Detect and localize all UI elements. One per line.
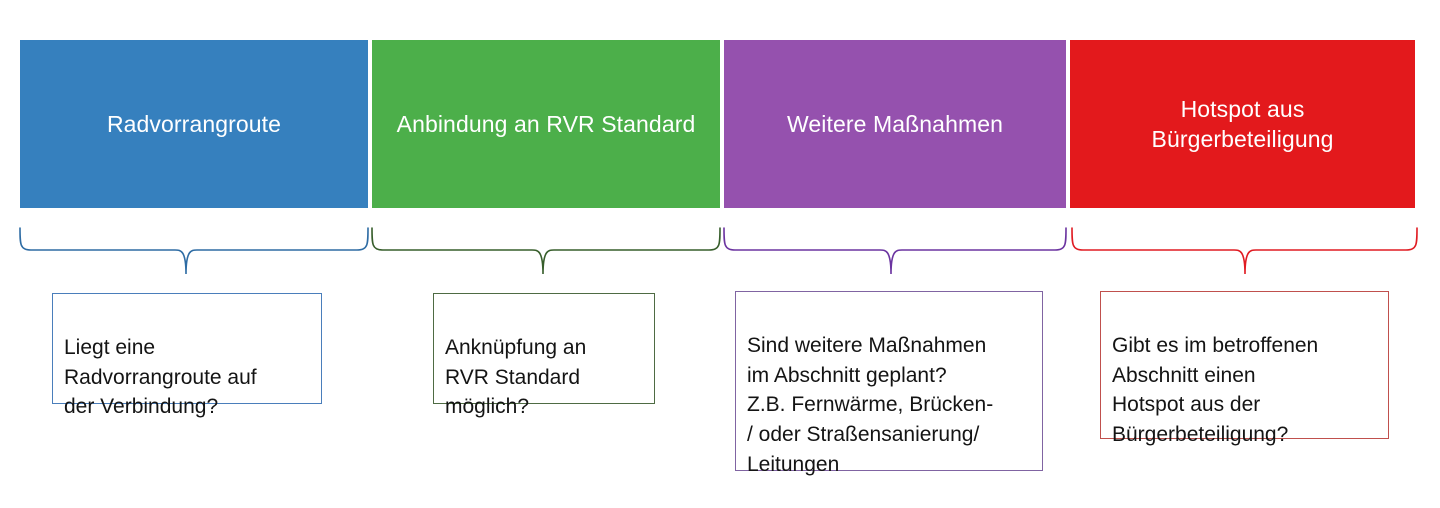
question-box-anbindung[interactable]: Anknüpfung an RVR Standard möglich? xyxy=(433,293,655,418)
brace-hotspot xyxy=(1071,227,1418,275)
question-text: Liegt eine Radvorrangroute auf der Verbi… xyxy=(64,335,257,419)
band-label: Radvorrangroute xyxy=(106,110,282,137)
brace-anbindung xyxy=(371,227,721,275)
question-text: Gibt es im betroffenen Abschnitt einen H… xyxy=(1112,333,1319,447)
band-anbindung-rvr-standard[interactable]: Anbindung an RVR Standard xyxy=(372,40,720,208)
band-hotspot-buergerbeteiligung[interactable]: Hotspot aus Bürgerbeteiligung xyxy=(1070,40,1415,208)
band-radvorrangroute[interactable]: Radvorrangroute xyxy=(20,40,368,208)
brace-radvorrangroute xyxy=(19,227,369,275)
question-text: Sind weitere Maßnahmen im Abschnitt gepl… xyxy=(747,333,994,477)
question-box-hotspot[interactable]: Gibt es im betroffenen Abschnitt einen H… xyxy=(1100,291,1389,446)
band-label: Hotspot aus Bürgerbeteiligung xyxy=(1151,95,1334,152)
band-weitere-massnahmen[interactable]: Weitere Maßnahmen xyxy=(724,40,1066,208)
band-label: Anbindung an RVR Standard xyxy=(396,110,696,137)
question-box-weitere-massnahmen[interactable]: Sind weitere Maßnahmen im Abschnitt gepl… xyxy=(735,291,1043,476)
question-box-radvorrangroute[interactable]: Liegt eine Radvorrangroute auf der Verbi… xyxy=(52,293,322,418)
band-label: Weitere Maßnahmen xyxy=(786,110,1004,137)
question-text: Anknüpfung an RVR Standard möglich? xyxy=(445,335,587,419)
brace-weitere-massnahmen xyxy=(723,227,1067,275)
